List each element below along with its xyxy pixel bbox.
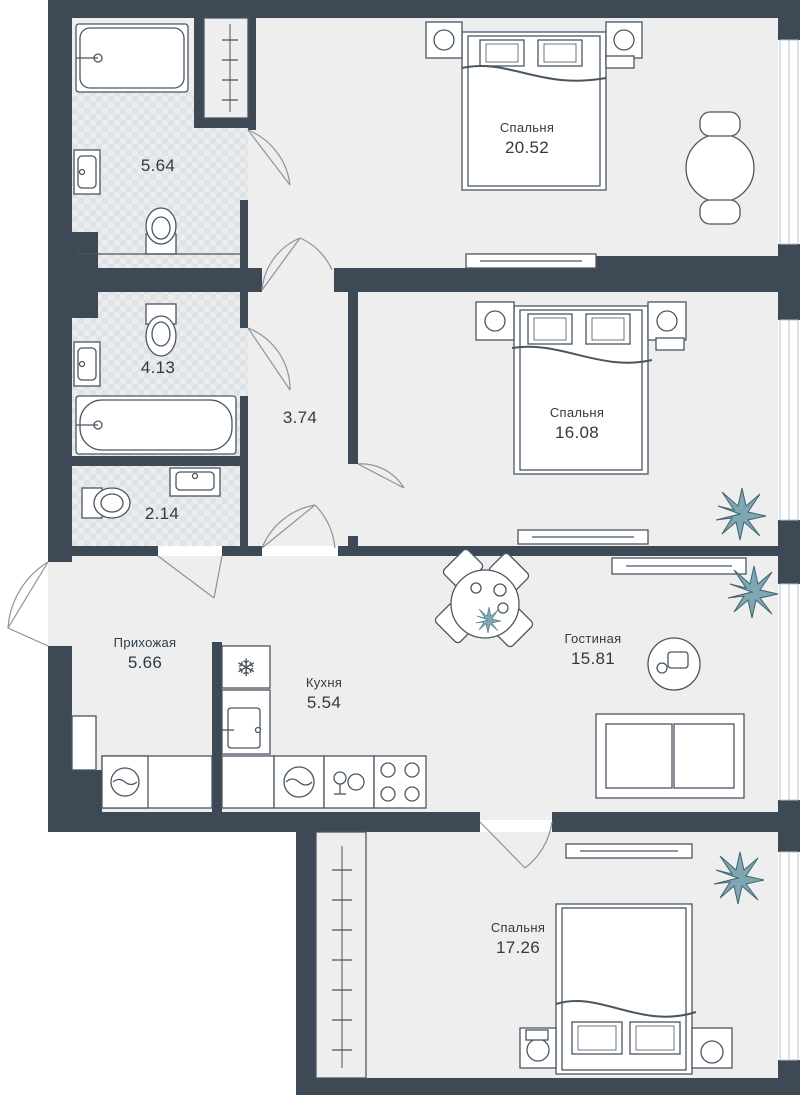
room-area: 3.74 bbox=[282, 408, 318, 427]
room-label-bedroom-3: Спальня 17.26 bbox=[491, 920, 545, 958]
room-area: 17.26 bbox=[495, 938, 541, 957]
fridge-icon bbox=[221, 645, 271, 689]
plant-icon bbox=[713, 851, 765, 905]
room-label-kitchen: Кухня 5.54 bbox=[306, 675, 342, 713]
plant-icon bbox=[715, 487, 767, 541]
floor-corridor bbox=[248, 270, 358, 546]
room-area: 20.52 bbox=[504, 138, 550, 157]
sofa-icon bbox=[595, 713, 745, 799]
room-name: Спальня bbox=[549, 405, 605, 420]
room-name: Спальня bbox=[499, 120, 555, 135]
dining-table-icon bbox=[434, 548, 534, 648]
bath-2-fixtures bbox=[73, 303, 237, 455]
wardrobe-1 bbox=[203, 17, 249, 119]
bedroom-2-furniture bbox=[475, 301, 687, 545]
room-name: Прихожая bbox=[113, 635, 177, 650]
doors bbox=[7, 129, 553, 869]
walls bbox=[48, 0, 800, 1095]
room-area: 15.81 bbox=[570, 649, 616, 668]
room-area: 16.08 bbox=[554, 423, 600, 442]
stove-icon bbox=[373, 755, 427, 809]
room-name: Гостиная bbox=[564, 631, 622, 646]
bath-1-fixtures bbox=[73, 17, 249, 255]
room-label-living: Гостиная 15.81 bbox=[565, 631, 622, 669]
plant-icon bbox=[475, 606, 502, 634]
room-label-wc: 2.14 bbox=[145, 504, 179, 524]
wc-fixtures bbox=[81, 467, 221, 519]
plants bbox=[475, 487, 779, 905]
room-label-hall: Прихожая 5.66 bbox=[114, 635, 177, 673]
living-furniture bbox=[434, 548, 747, 799]
room-name: Кухня bbox=[305, 675, 343, 690]
room-area: 5.54 bbox=[306, 693, 342, 712]
bedroom-3-furniture bbox=[315, 831, 733, 1079]
table-icon bbox=[685, 133, 755, 203]
plant-icon bbox=[727, 565, 779, 619]
bedroom-1-furniture bbox=[425, 21, 755, 269]
room-label-corridor: 3.74 bbox=[283, 408, 317, 428]
room-label-bedroom-2: Спальня 16.08 bbox=[550, 405, 604, 443]
sink-icon bbox=[221, 689, 271, 755]
kitchen-furniture: ❄ bbox=[71, 645, 427, 809]
room-label-bedroom-1: Спальня 20.52 bbox=[500, 120, 554, 158]
windows bbox=[779, 39, 799, 1061]
room-area: 5.64 bbox=[140, 156, 176, 175]
room-label-bath-1: 5.64 bbox=[141, 156, 175, 176]
room-area: 2.14 bbox=[144, 504, 180, 523]
room-area: 4.13 bbox=[140, 358, 176, 377]
wardrobe-2 bbox=[315, 831, 367, 1079]
room-area: 5.66 bbox=[127, 653, 163, 672]
room-label-bath-2: 4.13 bbox=[141, 358, 175, 378]
svg-text:❄: ❄ bbox=[236, 654, 256, 682]
room-name: Спальня bbox=[490, 920, 546, 935]
